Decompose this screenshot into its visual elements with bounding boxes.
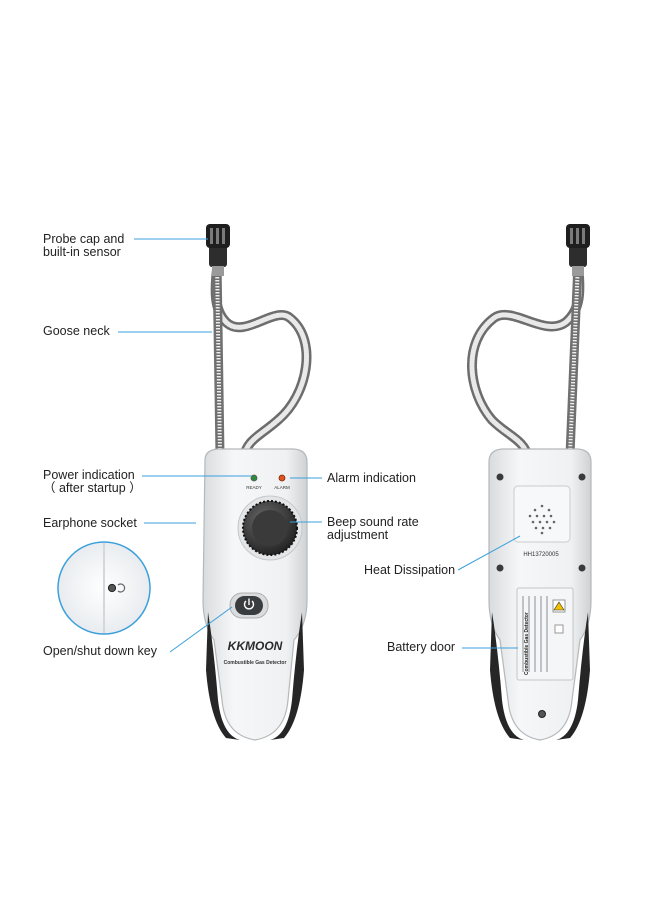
probe-callout: Probe cap and built-in sensor [43, 233, 124, 259]
beep-callout-line2: adjustment [327, 528, 389, 542]
power-callout-line2: （ after startup ） [43, 481, 142, 495]
heat-dissipation-grille [513, 485, 571, 543]
probe-callout-line2: built-in sensor [43, 245, 121, 259]
back-device: HH13720005 Combustible Gas Detector [467, 224, 592, 741]
sticker-title: Combustible Gas Detector [524, 612, 530, 675]
earphone-jack-back [538, 710, 546, 718]
earphone-socket[interactable] [107, 583, 117, 593]
alarm-label: ALARM [274, 485, 290, 490]
front-device: READY ALARM KKMOON Combustible Gas Detec… [202, 224, 312, 741]
screw [496, 473, 504, 481]
ready-led [250, 474, 258, 482]
power-indication-callout: Power indication （ after startup ） [43, 469, 142, 495]
back-probe-cap [566, 224, 590, 276]
power-callout-line1: Power indication [43, 468, 135, 482]
power-icon [243, 600, 255, 610]
callout-lines [118, 238, 521, 653]
earphone-socket-callout: Earphone socket [43, 516, 137, 530]
power-key-callout: Open/shut down key [43, 644, 157, 658]
heat-dissipation-callout: Heat Dissipation [364, 563, 456, 577]
beep-rate-callout: Beep sound rate adjustment [327, 516, 419, 542]
earphone-socket-zoom [57, 541, 151, 635]
ready-label: READY [246, 485, 262, 490]
screw [578, 564, 586, 572]
front-product-name: Combustible Gas Detector [224, 660, 287, 666]
alarm-led [278, 474, 286, 482]
headphone-icon [117, 583, 126, 593]
screw [496, 564, 504, 572]
front-brand: KKMOON [228, 639, 283, 653]
front-grip [206, 612, 240, 740]
beep-callout-line1: Beep sound rate [327, 515, 419, 529]
screw [578, 473, 586, 481]
goose-neck-callout: Goose neck [43, 324, 110, 338]
battery-door[interactable]: Combustible Gas Detector [516, 587, 574, 681]
front-goose-neck [210, 257, 312, 463]
back-goose-neck [467, 257, 585, 463]
alarm-indication-callout: Alarm indication [327, 471, 416, 485]
probe-callout-line1: Probe cap and [43, 232, 125, 246]
battery-door-callout: Battery door [387, 640, 456, 654]
beep-rate-knob[interactable] [237, 495, 303, 561]
power-button[interactable] [229, 592, 269, 619]
serial-number: HH13720005 [523, 552, 559, 558]
front-probe-cap [206, 224, 230, 276]
